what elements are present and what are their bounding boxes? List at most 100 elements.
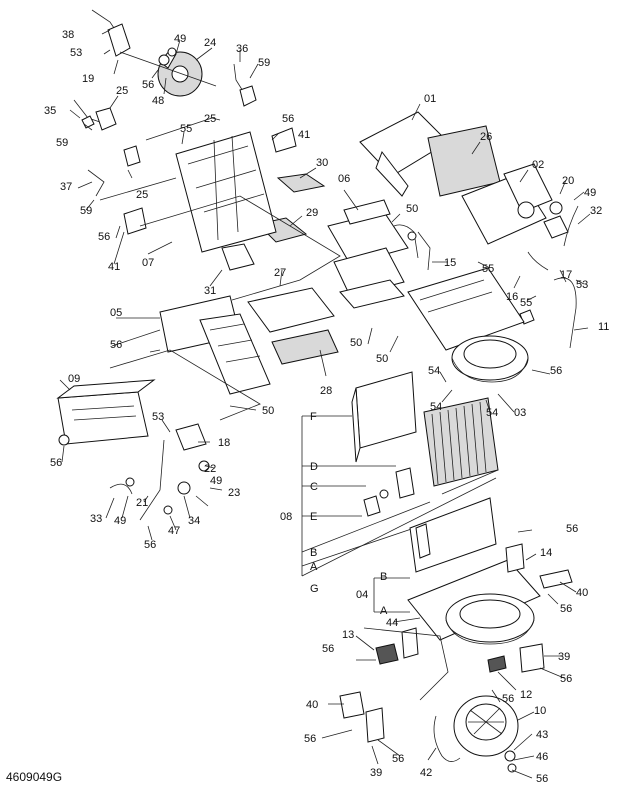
- upper-case-parts: [327, 111, 579, 349]
- part-ref-label: 56: [536, 773, 548, 785]
- part-ref-label: 12: [520, 689, 532, 701]
- part-ref-label: 56: [304, 733, 316, 745]
- blower-lower-case: [407, 267, 529, 383]
- part-ref-label: 31: [204, 285, 216, 297]
- part-ref-label: 32: [590, 205, 602, 217]
- part-ref-label: 56: [560, 673, 572, 685]
- part-ref-label: 50: [350, 337, 362, 349]
- part-ref-label: 19: [82, 73, 94, 85]
- part-ref-label: 38: [62, 29, 74, 41]
- part-ref-label: 04: [356, 589, 368, 601]
- reference-labels: 38 53 19 49 24 56 48 36 59 35 25 59 55 2…: [44, 29, 609, 785]
- part-ref-label: 54: [486, 407, 498, 419]
- part-ref-label: 56: [98, 231, 110, 243]
- part-ref-label: 56: [566, 523, 578, 535]
- part-ref-label: 39: [558, 651, 570, 663]
- part-ref-label: 49: [114, 515, 126, 527]
- part-ref-label: 44: [386, 617, 398, 629]
- part-ref-label: A: [380, 605, 388, 617]
- heater-core: [301, 371, 499, 577]
- part-ref-label: 49: [584, 187, 596, 199]
- part-ref-label: 40: [306, 699, 318, 711]
- part-ref-label: 29: [306, 207, 318, 219]
- part-ref-label: 39: [370, 767, 382, 779]
- part-ref-label: 22: [204, 463, 216, 475]
- part-ref-label: 41: [108, 261, 120, 273]
- part-ref-label: C: [310, 481, 318, 493]
- part-ref-label: A: [310, 561, 318, 573]
- part-ref-label: 16: [506, 291, 518, 303]
- part-ref-label: 30: [316, 157, 328, 169]
- part-ref-label: 59: [258, 57, 270, 69]
- part-ref-label: 28: [320, 385, 332, 397]
- part-ref-label: 27: [274, 267, 286, 279]
- part-ref-label: 10: [534, 705, 546, 717]
- part-ref-label: 36: [236, 43, 248, 55]
- leader-lines: [59, 29, 591, 779]
- part-ref-label: 59: [80, 205, 92, 217]
- part-ref-label: 05: [110, 307, 122, 319]
- part-ref-label: 24: [204, 37, 216, 49]
- blower-upper-case: [373, 497, 573, 645]
- part-ref-label: 43: [536, 729, 548, 741]
- part-ref-label: 23: [228, 487, 240, 499]
- part-ref-label: 53: [576, 279, 588, 291]
- part-ref-label: 55: [520, 297, 532, 309]
- part-ref-label: 42: [420, 767, 432, 779]
- part-ref-label: 41: [298, 129, 310, 141]
- part-ref-label: 56: [144, 539, 156, 551]
- part-ref-label: 56: [110, 339, 122, 351]
- diagram-code: 4609049G: [6, 770, 63, 784]
- part-ref-label: 33: [90, 513, 102, 525]
- part-ref-label: 55: [180, 123, 192, 135]
- part-ref-label: F: [310, 411, 317, 423]
- part-ref-label: 15: [444, 257, 456, 269]
- blower-motor-parts: [339, 627, 545, 773]
- part-ref-label: 21: [136, 497, 148, 509]
- part-ref-label: 50: [262, 405, 274, 417]
- part-ref-label: 02: [532, 159, 544, 171]
- part-ref-label: 14: [540, 547, 552, 559]
- linkage-parts: [73, 9, 341, 301]
- part-ref-label: 09: [68, 373, 80, 385]
- part-ref-label: 56: [50, 457, 62, 469]
- part-ref-label: 56: [502, 693, 514, 705]
- part-ref-label: 03: [514, 407, 526, 419]
- part-ref-label: 25: [116, 85, 128, 97]
- part-ref-label: 37: [60, 181, 72, 193]
- part-ref-label: 53: [152, 411, 164, 423]
- part-ref-label: 56: [142, 79, 154, 91]
- part-ref-label: 54: [428, 365, 440, 377]
- part-ref-label: 46: [536, 751, 548, 763]
- part-ref-label: 50: [406, 203, 418, 215]
- actuator-parts: [109, 423, 210, 521]
- part-ref-label: 47: [168, 525, 180, 537]
- part-ref-label: G: [310, 583, 319, 595]
- part-ref-label: 06: [338, 173, 350, 185]
- part-ref-label: 59: [56, 137, 68, 149]
- part-ref-label: 49: [174, 33, 186, 45]
- part-ref-label: 25: [204, 113, 216, 125]
- part-ref-label: 50: [376, 353, 388, 365]
- filter-case: [56, 379, 156, 446]
- part-ref-label: 08: [280, 511, 292, 523]
- part-ref-label: 34: [188, 515, 200, 527]
- part-ref-label: 17: [560, 269, 572, 281]
- part-ref-label: 26: [480, 131, 492, 143]
- part-ref-label: 11: [598, 321, 609, 333]
- part-ref-label: 35: [44, 105, 56, 117]
- part-ref-label: 49: [210, 475, 222, 487]
- part-ref-label: D: [310, 461, 318, 473]
- part-ref-label: 13: [342, 629, 354, 641]
- part-ref-label: 48: [152, 95, 164, 107]
- part-ref-label: 07: [142, 257, 154, 269]
- part-ref-label: E: [310, 511, 317, 523]
- part-ref-label: 01: [424, 93, 436, 105]
- part-ref-label: 56: [560, 603, 572, 615]
- part-ref-label: 54: [430, 401, 442, 413]
- part-ref-label: 25: [136, 189, 148, 201]
- part-ref-label: 56: [550, 365, 562, 377]
- evaporator-housing-parts: [109, 287, 339, 421]
- part-ref-label: B: [310, 547, 317, 559]
